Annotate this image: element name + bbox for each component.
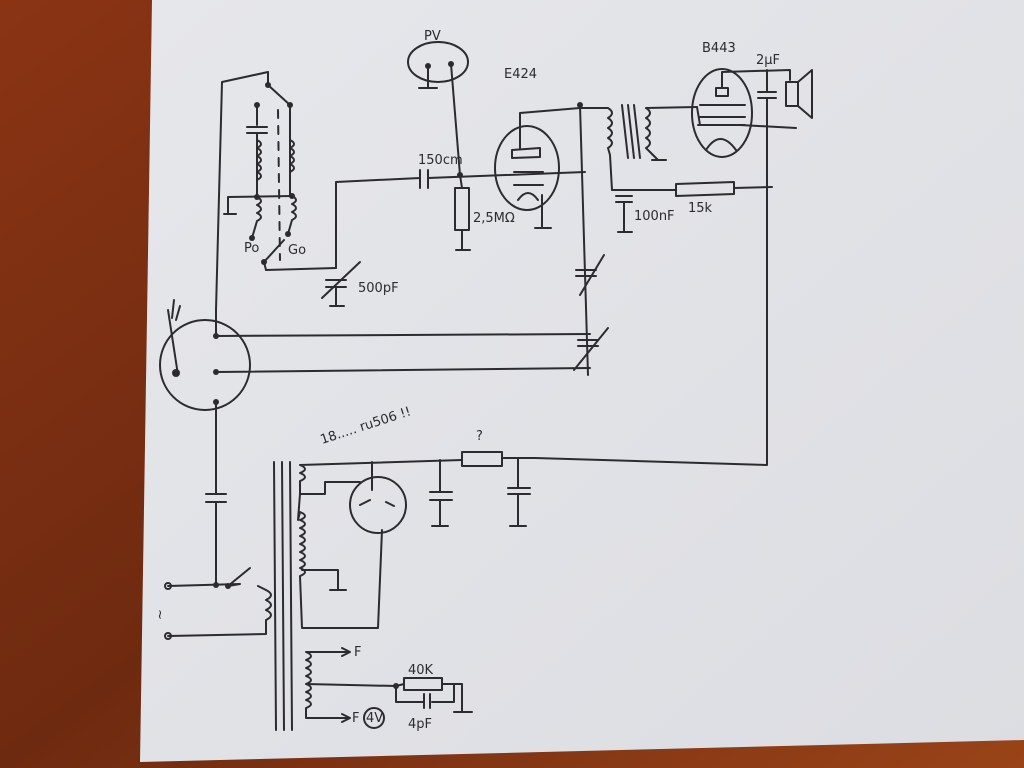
- label-unknown-resistor: ?: [476, 429, 483, 444]
- label-po: Po: [244, 241, 259, 256]
- label-filament-top: F: [354, 645, 361, 660]
- label-mains: ~: [153, 609, 168, 620]
- paper-sheet: [140, 0, 1024, 762]
- label-2uf: 2µF: [756, 53, 780, 68]
- label-pv: PV: [424, 29, 441, 44]
- label-15k: 15k: [688, 201, 713, 216]
- label-40k: 40K: [408, 663, 434, 678]
- label-4pf: 4pF: [408, 717, 432, 732]
- label-4v: 4V: [366, 711, 383, 726]
- label-500pf: 500pF: [358, 281, 399, 296]
- label-go: Go: [288, 243, 306, 258]
- label-e424: E424: [504, 67, 537, 82]
- label-150cm: 150cm: [418, 153, 463, 168]
- label-filament-bottom: F: [352, 711, 359, 726]
- label-100nf: 100nF: [634, 209, 675, 224]
- label-b443: B443: [702, 41, 736, 56]
- circuit-drawing: [159, 41, 813, 731]
- label-2-5mohm: 2,5MΩ: [473, 211, 515, 226]
